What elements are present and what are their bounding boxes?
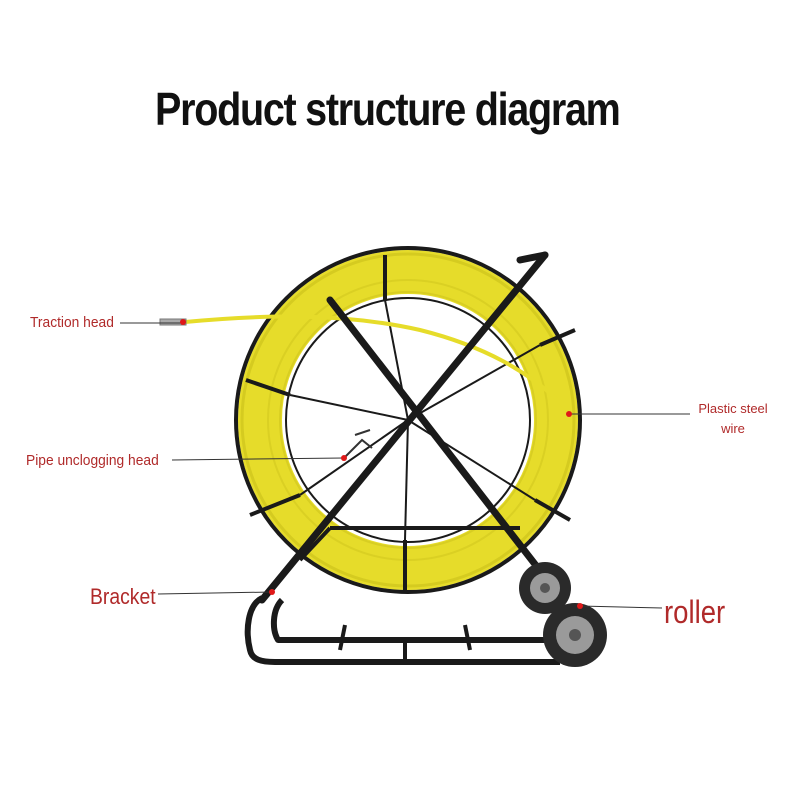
label-roller: roller <box>664 594 725 631</box>
label-bracket: Bracket <box>90 584 156 610</box>
rollers <box>519 562 607 667</box>
label-pipe-unclogging-head: Pipe unclogging head <box>26 452 159 469</box>
label-plastic-steel-wire: Plastic steel wire <box>690 399 776 439</box>
label-traction-head: Traction head <box>30 314 114 331</box>
